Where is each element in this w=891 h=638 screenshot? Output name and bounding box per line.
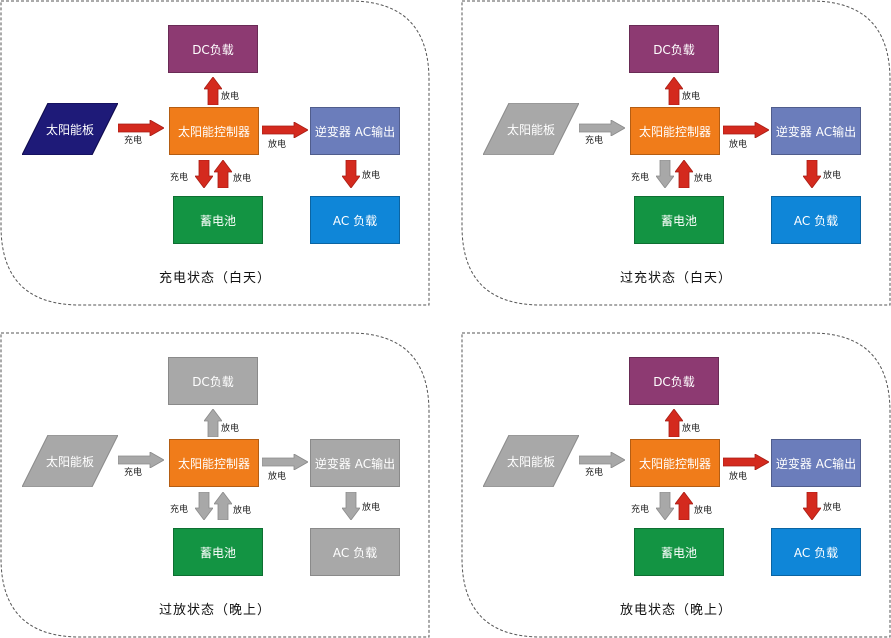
arrow-controller-to-inverter: [262, 454, 308, 470]
solar-controller-box: 太阳能控制器: [169, 439, 259, 487]
arrow-battery-to-controller: [214, 492, 232, 520]
inverter-box: 逆变器 AC输出: [771, 107, 861, 155]
solar-panel-shape: [483, 435, 579, 487]
label-charge-panel: 充电: [124, 136, 143, 146]
ac-load-box: AC 负载: [771, 528, 861, 576]
arrow-inverter-to-ac-load: [342, 160, 360, 188]
inverter-box: 逆变器 AC输出: [771, 439, 861, 487]
solar-panel-shape: [22, 435, 118, 487]
label-discharge-dc: 放电: [682, 92, 701, 102]
panel-caption: 充电状态（白天）: [158, 271, 271, 286]
label-discharge-battery: 放电: [694, 506, 713, 516]
ac-load-box: AC 负载: [310, 528, 400, 576]
label-charge-battery: 充电: [170, 173, 189, 183]
dc-load-box: DC负载: [629, 25, 719, 73]
panel-frame: [461, 332, 891, 638]
solar-panel-label: 太阳能板: [45, 122, 94, 137]
label-discharge-battery: 放电: [233, 506, 252, 516]
arrow-controller-to-battery: [656, 492, 674, 520]
label-charge-battery: 充电: [631, 505, 650, 515]
label-discharge-ac: 放电: [823, 171, 842, 181]
arrow-controller-to-battery: [195, 160, 213, 188]
panel-frame: [0, 0, 430, 306]
arrow-controller-to-inverter: [723, 454, 769, 470]
label-discharge-ac: 放电: [362, 503, 381, 513]
label-charge-battery: 充电: [170, 505, 189, 515]
solar-panel: 太阳能板: [483, 103, 579, 155]
label-discharge-battery: 放电: [694, 174, 713, 184]
label-charge-battery: 充电: [631, 173, 650, 183]
label-discharge-dc: 放电: [221, 92, 240, 102]
solar-panel-label: 太阳能板: [506, 122, 555, 137]
arrow-panel-to-controller: [579, 452, 625, 468]
battery-box: 蓄电池: [634, 528, 724, 576]
label-charge-panel: 充电: [124, 468, 143, 478]
solar-panel: 太阳能板: [22, 103, 118, 155]
arrow-controller-to-inverter: [723, 122, 769, 138]
solar-panel-label: 太阳能板: [45, 454, 94, 469]
arrow-controller-to-dc-load: [204, 409, 222, 437]
solar-panel-shape: [22, 103, 118, 155]
arrow-battery-to-controller: [675, 492, 693, 520]
inverter-box: 逆变器 AC输出: [310, 107, 400, 155]
dc-load-box: DC负载: [629, 357, 719, 405]
arrow-controller-to-battery: [656, 160, 674, 188]
arrow-inverter-to-ac-load: [342, 492, 360, 520]
solar-controller-box: 太阳能控制器: [630, 107, 720, 155]
label-discharge-dc: 放电: [682, 424, 701, 434]
panel-frame: [0, 332, 430, 638]
ac-load-box: AC 负载: [771, 196, 861, 244]
arrow-panel-to-controller: [118, 120, 164, 136]
label-discharge-inverter: 放电: [268, 472, 287, 482]
solar-panel: 太阳能板: [483, 435, 579, 487]
arrow-battery-to-controller: [675, 160, 693, 188]
dc-load-box: DC负载: [168, 25, 258, 73]
arrow-inverter-to-ac-load: [803, 160, 821, 188]
solar-controller-box: 太阳能控制器: [630, 439, 720, 487]
label-discharge-ac: 放电: [823, 503, 842, 513]
panel-caption: 过充状态（白天）: [619, 271, 732, 286]
solar-controller-box: 太阳能控制器: [169, 107, 259, 155]
panel-caption: 放电状态（晚上）: [619, 603, 732, 618]
arrow-panel-to-controller: [118, 452, 164, 468]
label-discharge-inverter: 放电: [729, 472, 748, 482]
label-discharge-inverter: 放电: [729, 140, 748, 150]
solar-panel: 太阳能板: [22, 435, 118, 487]
arrow-controller-to-dc-load: [665, 77, 683, 105]
solar-panel-label: 太阳能板: [506, 454, 555, 469]
label-charge-panel: 充电: [585, 468, 604, 478]
inverter-box: 逆变器 AC输出: [310, 439, 400, 487]
label-discharge-inverter: 放电: [268, 140, 287, 150]
label-discharge-ac: 放电: [362, 171, 381, 181]
arrow-controller-to-dc-load: [665, 409, 683, 437]
arrow-controller-to-battery: [195, 492, 213, 520]
label-discharge-dc: 放电: [221, 424, 240, 434]
arrow-panel-to-controller: [579, 120, 625, 136]
label-charge-panel: 充电: [585, 136, 604, 146]
label-discharge-battery: 放电: [233, 174, 252, 184]
panel-caption: 过放状态（晚上）: [158, 603, 271, 618]
battery-box: 蓄电池: [173, 528, 263, 576]
arrow-controller-to-inverter: [262, 122, 308, 138]
arrow-battery-to-controller: [214, 160, 232, 188]
arrow-inverter-to-ac-load: [803, 492, 821, 520]
panel-frame: [461, 0, 891, 306]
battery-box: 蓄电池: [634, 196, 724, 244]
dc-load-box: DC负载: [168, 357, 258, 405]
ac-load-box: AC 负载: [310, 196, 400, 244]
solar-panel-shape: [483, 103, 579, 155]
arrow-controller-to-dc-load: [204, 77, 222, 105]
battery-box: 蓄电池: [173, 196, 263, 244]
